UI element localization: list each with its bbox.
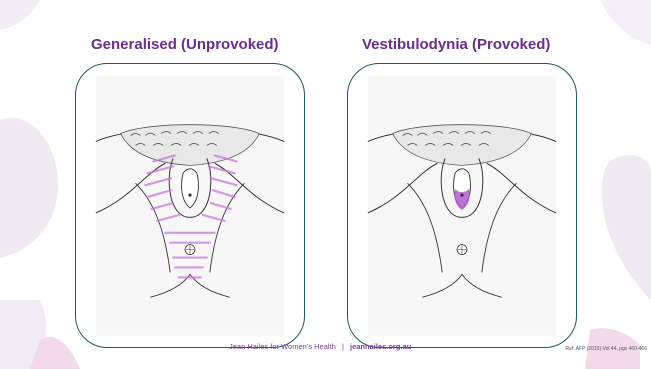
- reference-citation: Ref: AFP (2015) Vol 44, pgs 460-466: [565, 346, 647, 352]
- panel-title-generalised: Generalised (Unprovoked): [91, 36, 279, 53]
- panel-vestibulodynia: [347, 63, 577, 348]
- footer-website-link[interactable]: jeanhailes.org.au: [350, 342, 411, 351]
- footer-org: Jean Hailes for Women’s Health: [229, 342, 336, 351]
- footer: Jean Hailes for Women’s Health | jeanhai…: [229, 342, 411, 351]
- vulva-illustration-vestibulodynia: [348, 64, 576, 347]
- footer-separator: |: [342, 342, 344, 351]
- panel-generalised: [75, 63, 305, 348]
- panel-title-vestibulodynia: Vestibulodynia (Provoked): [362, 36, 550, 53]
- vulva-illustration-generalised: [76, 64, 304, 347]
